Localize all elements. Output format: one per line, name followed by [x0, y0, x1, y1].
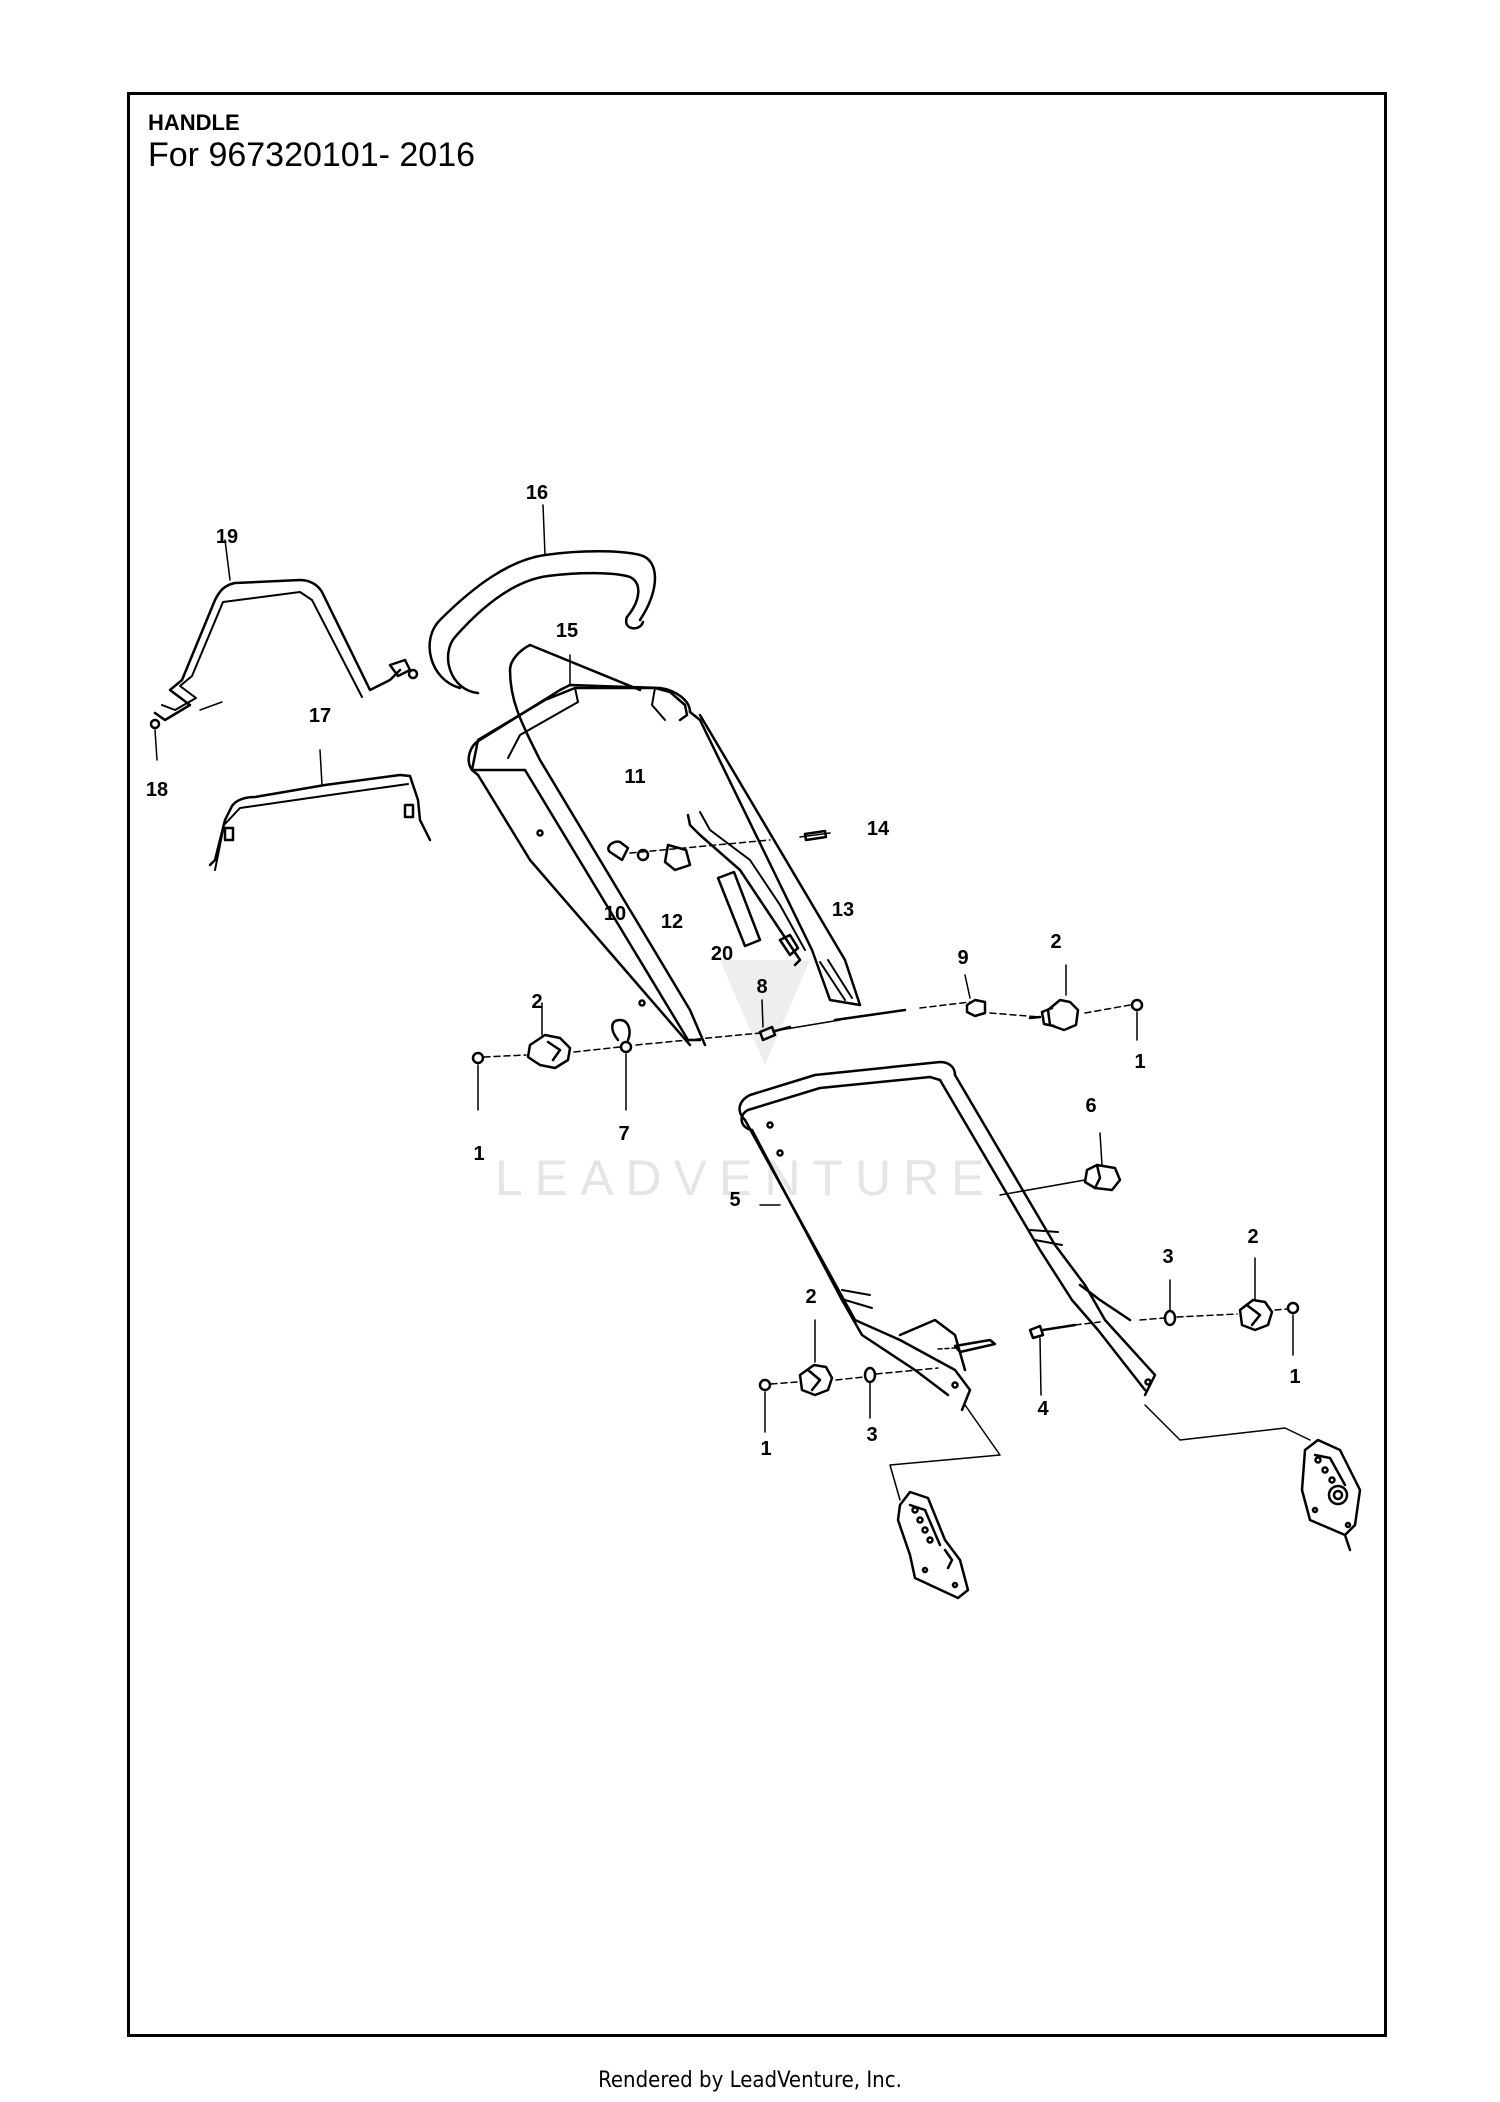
callout-8: 8 [756, 976, 767, 998]
part-2-knob-d [798, 1363, 834, 1397]
part-10-cap [607, 840, 630, 862]
callout-2-upper-right: 2 [1050, 931, 1061, 953]
callout-13: 13 [832, 899, 854, 921]
part-11-washer [636, 848, 650, 862]
part-1-nut-b [471, 1051, 485, 1065]
callout-6: 6 [1085, 1095, 1096, 1117]
part-2-knob-c [1238, 1298, 1274, 1332]
callout-2-lower-right: 2 [1247, 1226, 1258, 1248]
part-1-nut-c [1286, 1301, 1300, 1315]
part-19-control-bail [149, 539, 419, 761]
part-9-cap [965, 998, 987, 1018]
bracket-right [1300, 1438, 1362, 1552]
part-16-upper-grip [428, 504, 657, 695]
callout-1-lower-left: 1 [760, 1438, 771, 1460]
part-1-nut-d [758, 1378, 772, 1392]
callout-4: 4 [1037, 1398, 1049, 1420]
watermark-logo-icon [720, 960, 810, 1065]
callout-11: 11 [624, 766, 645, 788]
callouts: 16 19 15 17 18 11 14 10 12 13 20 9 2 8 2… [146, 482, 1301, 1460]
part-15-upper-handle [467, 643, 862, 1047]
part-7-clip [611, 1018, 633, 1054]
part-17-lower-bail [208, 749, 432, 871]
callout-17: 17 [309, 705, 331, 727]
callout-9: 9 [957, 947, 968, 969]
part-14-screw [803, 829, 828, 842]
part-3-washer-a [1163, 1309, 1177, 1327]
part-4-bolt [1028, 1323, 1077, 1340]
part-bolt-left [937, 1338, 997, 1354]
callout-20: 20 [711, 943, 733, 965]
callout-14: 14 [867, 818, 890, 840]
part-2-knob-a [1028, 998, 1080, 1032]
bracket-left [896, 1490, 970, 1600]
callout-10: 10 [604, 903, 626, 925]
callout-2-lower-left: 2 [805, 1286, 816, 1308]
callout-16: 16 [526, 482, 548, 504]
callout-18: 18 [146, 779, 168, 801]
callout-5: 5 [729, 1189, 740, 1211]
callout-1-lower-right: 1 [1289, 1366, 1300, 1388]
diagram-frame [127, 92, 1387, 2037]
watermark: LEADVENTURE [495, 960, 997, 1206]
callout-15: 15 [556, 620, 578, 642]
part-2-knob-b [526, 1033, 572, 1070]
part-1-nut-a [1130, 998, 1144, 1012]
callout-3-left: 3 [866, 1424, 877, 1446]
diagram-title: HANDLE [148, 110, 240, 135]
callout-12: 12 [661, 911, 683, 933]
diagram-subtitle: For 967320101- 2016 [148, 136, 476, 174]
callout-1-left: 1 [473, 1143, 484, 1165]
callout-1-upper-right: 1 [1134, 1051, 1145, 1073]
part-3-washer-b [863, 1366, 877, 1384]
callout-3-right: 3 [1162, 1246, 1173, 1268]
part-20-adjuster [716, 870, 762, 948]
footer-credit: Rendered by LeadVenture, Inc. [598, 2068, 902, 2093]
callout-2-left: 2 [531, 991, 542, 1013]
callout-7: 7 [618, 1123, 629, 1145]
part-12-block [663, 843, 692, 872]
part-13-cable [686, 811, 806, 967]
watermark-text: LEADVENTURE [495, 1150, 997, 1206]
callout-19: 19 [216, 526, 238, 548]
part-6-clip [1083, 1163, 1122, 1192]
